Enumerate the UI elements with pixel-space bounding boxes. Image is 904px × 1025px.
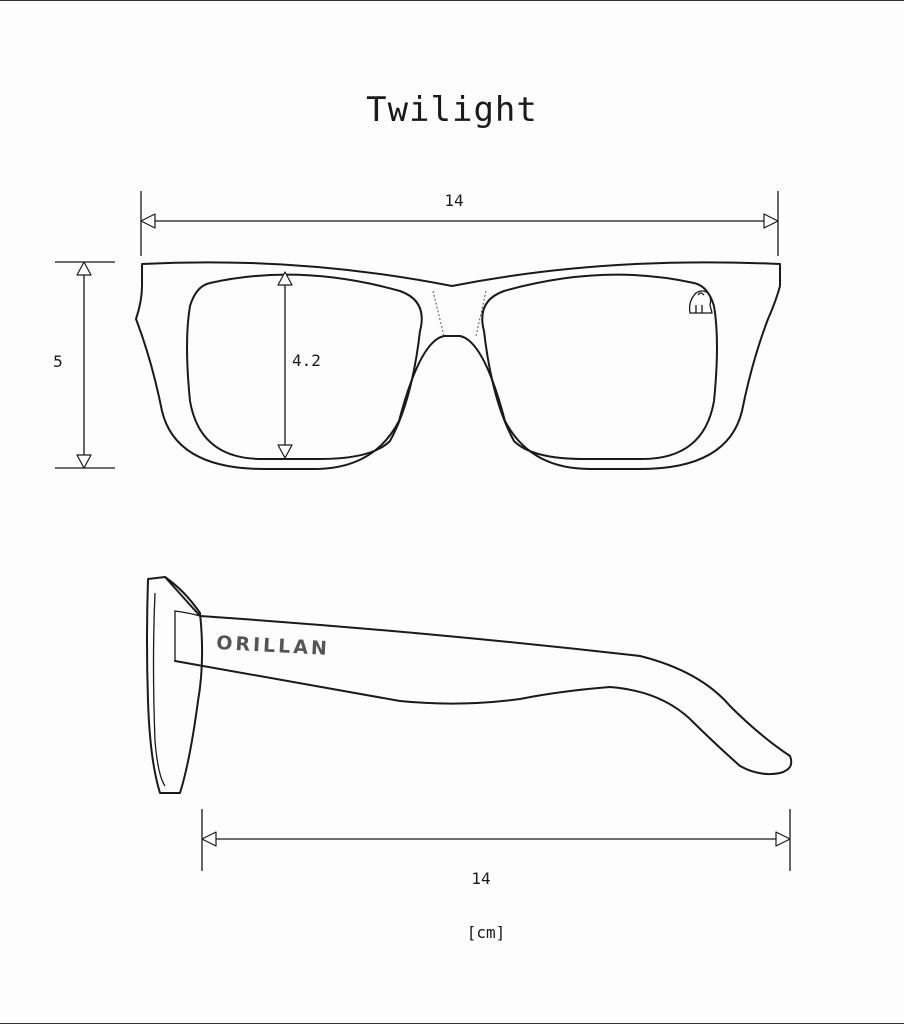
gorilla-logo-icon [688, 290, 713, 314]
frame-outline [135, 261, 781, 470]
unit-label: [cm] [467, 923, 506, 942]
right-lens [481, 273, 718, 460]
temple-arm [164, 576, 793, 776]
left-lens [186, 273, 423, 460]
front-view [135, 261, 781, 470]
brand-wordmark: ORILLAN [216, 632, 331, 660]
lens-height-dimension: 4.2 [277, 271, 321, 459]
front-width-dimension: 14 [140, 191, 779, 256]
lens-height-label: 4.2 [292, 351, 321, 370]
front-width-label: 14 [444, 191, 463, 210]
front-height-label: 5 [53, 352, 63, 371]
product-title: Twilight [366, 90, 538, 130]
front-height-dimension: 5 [53, 261, 115, 469]
side-view: ORILLAN [146, 576, 793, 794]
bridge-left-line [432, 290, 445, 337]
frame-side-edge [146, 576, 204, 794]
temple-length-dimension: 14 [201, 809, 791, 888]
temple-length-label: 14 [471, 869, 490, 888]
